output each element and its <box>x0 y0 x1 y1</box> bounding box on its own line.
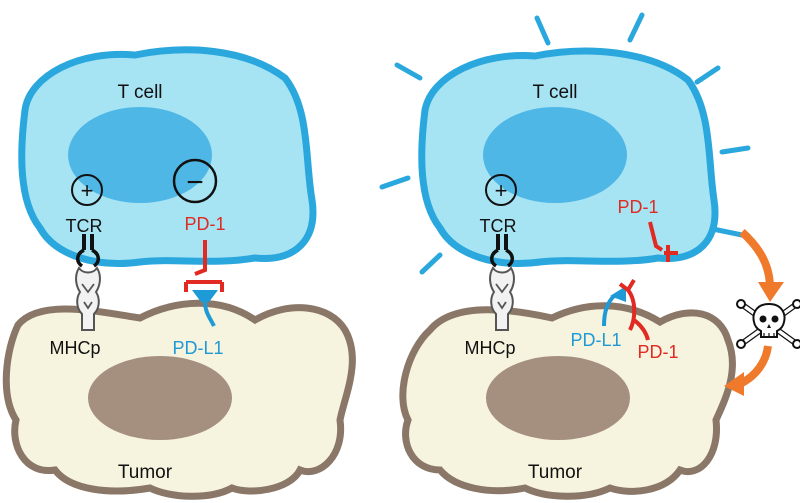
tumor-label-right: Tumor <box>528 462 583 483</box>
right-panel: T cell + TCR PD-1 MHCp PD-L1 PD-1 Tumor <box>379 12 800 500</box>
pd1-tcell-label-right: PD-1 <box>617 197 658 217</box>
plus-symbol-right: + <box>495 178 508 203</box>
tcell-nucleus-right <box>483 107 627 203</box>
tcell-label-left: T cell <box>117 82 162 103</box>
minus-symbol-left: − <box>186 166 204 199</box>
killing-arrow-bottom <box>724 345 772 396</box>
mhcp-label-right: MHCp <box>464 338 515 358</box>
pd1-pdl1-tumor-right <box>602 278 650 341</box>
tcell-nucleus-left <box>68 107 212 203</box>
mhcp-label-left: MHCp <box>49 338 100 358</box>
inhibition-minus-icon-left <box>172 158 218 204</box>
tumor-nucleus-left <box>88 356 232 440</box>
activation-plus-icon-left <box>71 174 103 206</box>
skull-crossbones-icon <box>736 299 800 349</box>
pdl1-label-left: PD-L1 <box>172 338 223 358</box>
pd1-tumor-label-right: PD-1 <box>637 342 678 362</box>
pd1-receptor-free <box>648 221 678 262</box>
tcell-label-right: T cell <box>532 82 577 103</box>
tumor-nucleus-right <box>486 356 630 440</box>
left-panel: T cell + TCR − PD-1 MHCp PD-L1 Tumor <box>2 46 356 500</box>
pd1-label-left: PD-1 <box>184 214 225 234</box>
tcr-label-right: TCR <box>480 216 517 236</box>
tcr-label-left: TCR <box>66 216 103 236</box>
activation-plus-icon-right <box>485 174 517 206</box>
killing-arrow-top <box>739 229 784 302</box>
plus-symbol-left: + <box>81 178 94 203</box>
pdl1-label-right: PD-L1 <box>570 330 621 350</box>
tumor-label-left: Tumor <box>118 462 173 483</box>
pd1-pdl1-binding-left <box>184 240 224 327</box>
